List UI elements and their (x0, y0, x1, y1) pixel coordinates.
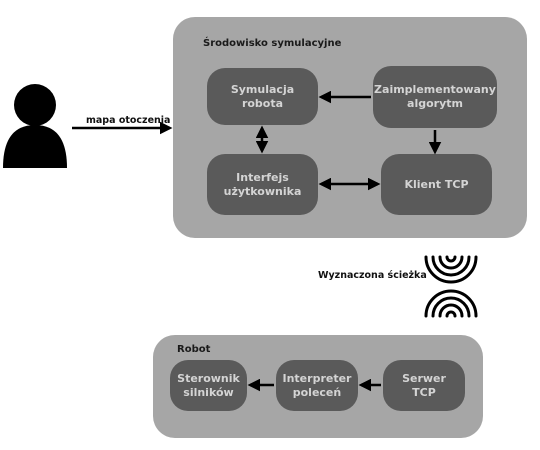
motor-controller-node: Sterownik silników (170, 360, 247, 411)
implemented-algorithm-node: Zaimplementowany algorytm (373, 66, 497, 128)
simulation-environment-title: Środowisko symulacyjne (203, 38, 342, 49)
motor-controller-label: Sterownik silników (177, 371, 240, 399)
tcp-client-label: Klient TCP (404, 177, 469, 191)
tcp-server-node: Serwer TCP (383, 360, 465, 411)
command-interpreter-label: Interpreter poleceń (282, 371, 352, 399)
robot-title: Robot (177, 344, 211, 355)
wifi-signal-icon (424, 289, 478, 318)
user-interface-label: Interfejs użytkownika (223, 170, 302, 198)
robot-simulation-label: Symulacja robota (230, 82, 295, 110)
user-interface-node: Interfejs użytkownika (207, 154, 318, 215)
wifi-signal-icon (424, 255, 478, 284)
command-interpreter-node: Interpreter poleceń (276, 360, 358, 411)
computed-path-label: Wyznaczona ścieżka (318, 270, 427, 281)
person-icon (3, 84, 67, 168)
environment-map-label: mapa otoczenia (86, 115, 171, 126)
tcp-client-node: Klient TCP (381, 154, 492, 215)
robot-simulation-node: Symulacja robota (207, 68, 318, 125)
implemented-algorithm-label: Zaimplementowany algorytm (374, 83, 496, 110)
tcp-server-label: Serwer TCP (402, 371, 446, 399)
